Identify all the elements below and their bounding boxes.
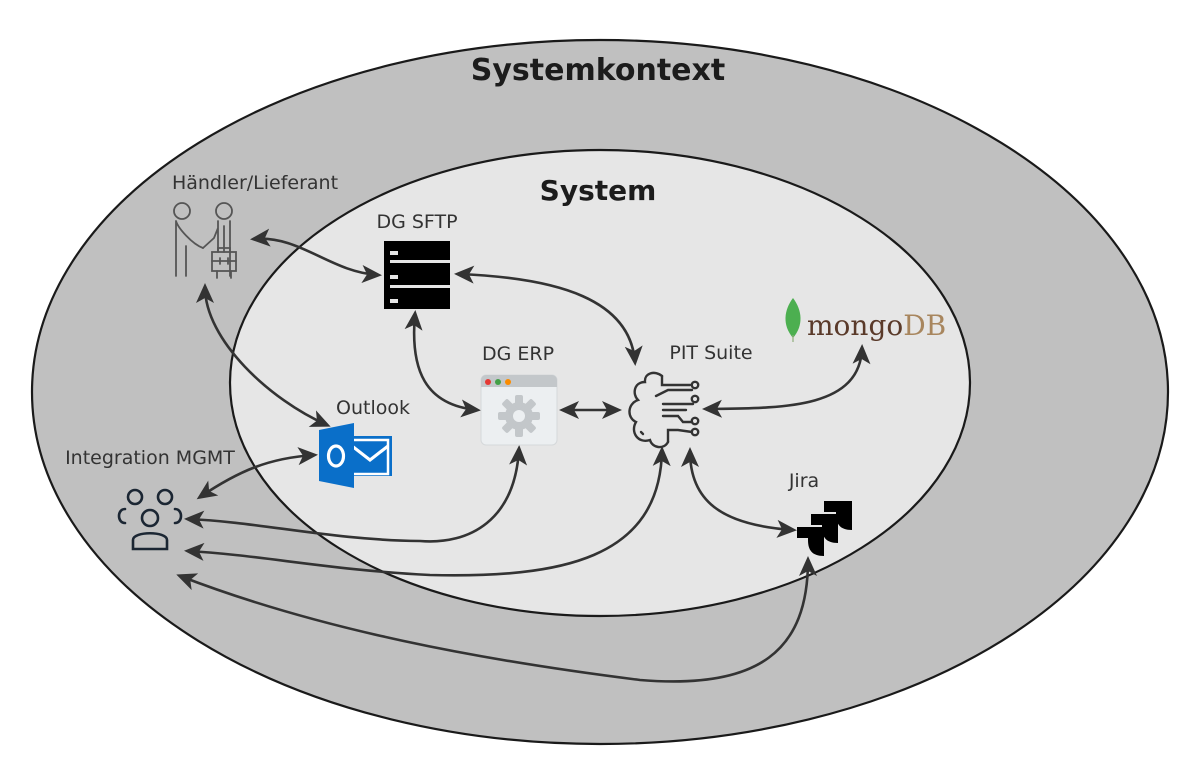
node-pit-suite[interactable]: PIT Suite <box>628 342 753 449</box>
haendler-label: Händler/Lieferant <box>172 172 338 194</box>
team-people-icon <box>117 488 183 551</box>
arrow-sftp-pit <box>454 265 643 366</box>
node-haendler-lieferant[interactable]: Händler/Lieferant <box>172 172 338 279</box>
connections <box>176 228 871 683</box>
erp-label: DG ERP <box>482 343 554 365</box>
node-mongodb[interactable]: mongoDB <box>785 298 946 342</box>
arrow-pit-jira <box>681 447 797 538</box>
node-dg-erp[interactable]: DG ERP <box>480 343 558 446</box>
pit-label: PIT Suite <box>669 342 752 364</box>
arrow-jira-integration <box>176 556 817 683</box>
arrow-haendler-outlook <box>196 283 331 427</box>
arrow-haendler-sftp <box>250 228 382 283</box>
arrow-pit-mongodb <box>702 344 871 418</box>
arrow-sftp-erp <box>404 310 481 418</box>
system-boundary <box>228 148 972 618</box>
node-dg-sftp[interactable]: DG SFTP <box>376 211 458 309</box>
mongodb-leaf-icon <box>785 298 801 342</box>
jira-label: Jira <box>788 470 819 492</box>
node-outlook[interactable]: Outlook <box>319 397 410 488</box>
sftp-label: DG SFTP <box>376 211 457 233</box>
jira-icon <box>797 501 852 556</box>
outlook-icon <box>319 423 392 488</box>
systemkontext-title: Systemkontext <box>471 53 725 88</box>
integration-label: Integration MGMT <box>65 447 235 469</box>
app-window-gear-icon <box>480 374 558 446</box>
server-icon <box>384 241 450 309</box>
node-integration-mgmt[interactable]: Integration MGMT <box>65 447 235 551</box>
outlook-label: Outlook <box>336 397 410 419</box>
handshake-people-icon <box>173 202 237 279</box>
system-title: System <box>540 174 657 207</box>
mongodb-logo-text: mongoDB <box>807 309 946 342</box>
ai-brain-circuit-icon <box>628 371 700 449</box>
node-jira[interactable]: Jira <box>788 470 852 556</box>
